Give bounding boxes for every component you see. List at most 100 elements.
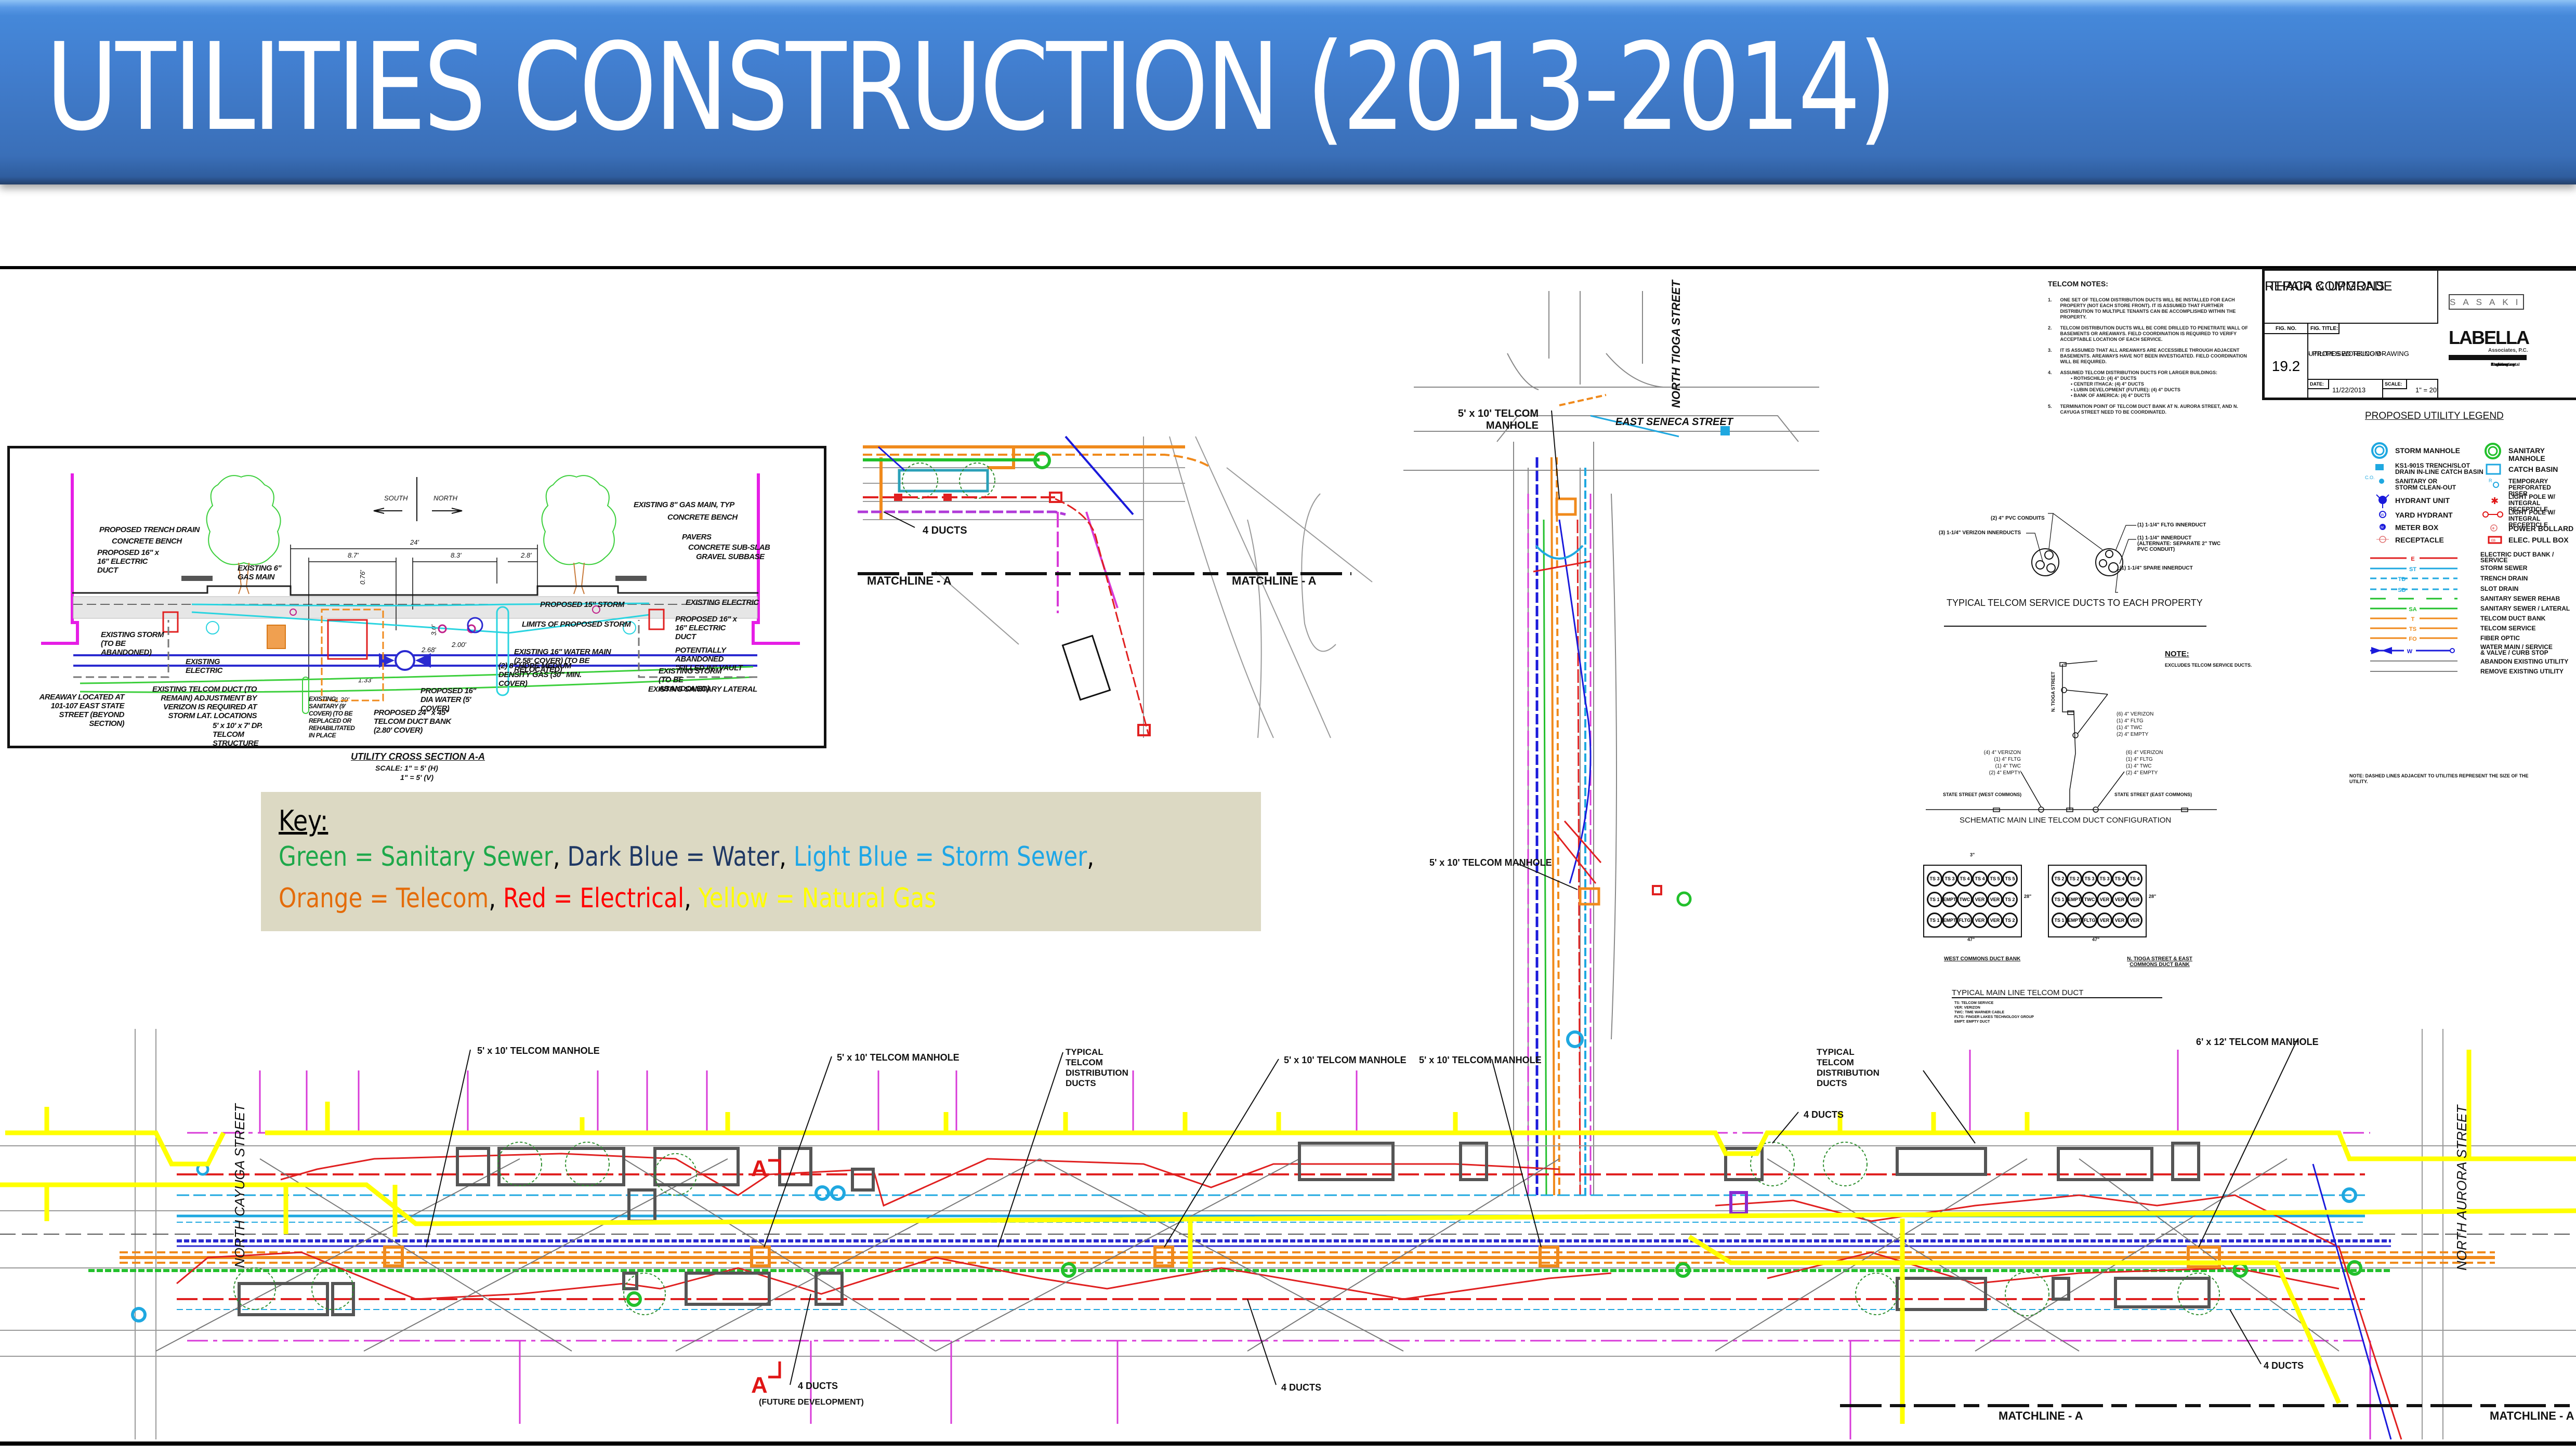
schematic-title: SCHEMATIC MAIN LINE TELCOM DUCT CONFIGUR… — [1960, 816, 2172, 825]
callout-telcom-manhole: 5' x 10' TELCOM MANHOLE — [1419, 1055, 1542, 1065]
xsec-label: EXISTING SANITARY (9' COVER) (TO BE REPL… — [309, 695, 355, 739]
xsec-label: EXISTING 16" WATER MAIN (2.58' COVER) (T… — [514, 647, 611, 674]
xsec-label: GRAVEL SUBBASE — [696, 552, 765, 561]
svg-text:8.3': 8.3' — [451, 551, 462, 559]
key-natural-gas: Yellow = Natural Gas — [698, 883, 937, 914]
xsec-label: PROPOSED 16" x 16" ELECTRIC DUCT — [675, 615, 737, 641]
power-bollard-icon: + — [2490, 524, 2498, 532]
key-line-2: Orange = Telecom, Red = Electrical, Yell… — [279, 883, 937, 914]
xsec-label: EXISTING STORM (TO BE ABANDONED) — [101, 630, 164, 657]
hydrant-icon — [2376, 494, 2389, 508]
west-duct-bank: TS 3 TS 3 TS 4 TS 4 TS 5 TS 5 TS 1 EMPT … — [1923, 865, 2022, 937]
catch-basin-icon — [2486, 464, 2501, 475]
svg-text:W: W — [2407, 649, 2413, 655]
matchline-label: MATCHLINE - A — [1999, 1409, 2083, 1422]
xsec-label: AREAWAY LOCATED AT 101-107 EAST STATE ST… — [39, 693, 125, 728]
xsec-label: 5' x 10' x 7' DP. TELCOM STRUCTURE — [213, 721, 263, 748]
svg-text:✱: ✱ — [2491, 496, 2499, 506]
xsec-label: CONCRETE SUB-SLAB — [688, 543, 770, 552]
drawing-sheet — [0, 266, 2576, 1446]
xsec-label: EXISTING ELECTRIC — [686, 598, 759, 607]
xsec-label: PROPOSED TRENCH DRAIN — [99, 525, 200, 534]
cross-section-scale-h: SCALE: 1" = 5' (H) — [375, 764, 438, 772]
callout-4-ducts: 4 DUCTS — [1804, 1109, 1844, 1120]
svg-text:+: + — [2492, 526, 2495, 532]
callout-telcom-manhole: 5' x 10' TELCOM MANHOLE — [1429, 857, 1552, 868]
sasaki-logo: SASAKI — [2449, 294, 2524, 310]
xsec-label: (2) 8" HDPE MEDIUM DENSITY GAS (30" MIN.… — [498, 662, 582, 688]
title-block: ITHACA COMMONS REPAIR & UPGRADE FIG. NO.… — [2262, 268, 2576, 400]
callout-telcom-manhole: 5' x 10' TELCOM MANHOLE — [1457, 408, 1539, 431]
matchline-label: MATCHLINE - A — [1232, 574, 1317, 587]
callout-distribution-ducts: TYPICAL TELCOM DISTRIBUTION DUCTS — [1066, 1047, 1128, 1088]
xsec-label: EXISTING ELECTRIC — [186, 657, 223, 675]
key-telecom: Orange = Telecom — [279, 883, 489, 914]
drawing-date: 11/22/2013 — [2332, 386, 2366, 394]
svg-text:SA: SA — [2409, 606, 2416, 613]
svg-text:SD: SD — [2398, 587, 2406, 593]
svg-text:NORTH: NORTH — [433, 494, 458, 502]
callout-telcom-manhole: 5' x 10' TELCOM MANHOLE — [1284, 1055, 1407, 1065]
callout-telcom-manhole: 5' x 10' TELCOM MANHOLE — [477, 1046, 600, 1056]
xsec-label: EXISTING TELCOM DUCT (TO REMAIN) ADJUSTM… — [152, 685, 257, 720]
telcom-notes-list: 1.ONE SET OF TELCOM DISTRIBUTION DUCTS W… — [2048, 297, 2248, 415]
svg-text:T: T — [2411, 616, 2415, 623]
xsec-label: PAVERS — [682, 533, 712, 541]
labella-logo: LABELLA — [2449, 327, 2530, 348]
service-ducts-diagram — [1926, 513, 2217, 813]
sanitary-manhole-icon — [2485, 443, 2501, 459]
matchline-label: MATCHLINE - A — [2490, 1409, 2574, 1422]
callout-4-ducts: 4 DUCTS — [798, 1381, 838, 1391]
double-light-pole-icon — [2482, 511, 2503, 518]
svg-text:C.O.: C.O. — [2365, 475, 2375, 480]
xsec-label: EXISTING STORM (TO BE ABANDONED) — [659, 667, 722, 693]
slide-title: UTILITIES CONSTRUCTION (2013-2014) — [46, 17, 1897, 157]
drawing-scale: 1" = 20' — [2415, 386, 2438, 394]
svg-text:3.0': 3.0' — [430, 625, 438, 636]
svg-text:ST: ST — [2409, 566, 2416, 573]
receptacle-icon — [2376, 536, 2389, 543]
xsec-label: PROPOSED 16" DIA WATER (5' COVER) — [420, 686, 476, 713]
svg-text:FO: FO — [2409, 636, 2417, 642]
cross-section-drawing: SOUTH NORTH 24' 8.7'8.3'2.8' 0.76' 3.0' … — [41, 473, 800, 714]
xsec-label: CONCRETE BENCH — [112, 537, 182, 546]
key-sanitary-sewer: Green = Sanitary Sewer — [279, 841, 553, 872]
svg-text:2.8': 2.8' — [520, 551, 532, 559]
slide-title-bar: UTILITIES CONSTRUCTION (2013-2014) — [0, 0, 2576, 184]
svg-text:A: A — [751, 1372, 768, 1398]
key-storm-sewer: Light Blue = Storm Sewer — [793, 841, 1087, 872]
yard-hydrant-icon: W — [2379, 511, 2386, 518]
trench-drain-icon — [2375, 464, 2384, 470]
svg-text:0.76': 0.76' — [359, 570, 366, 585]
xsec-label: EXISTING 8" GAS MAIN, TYP — [634, 500, 734, 509]
callout-4-ducts: 4 DUCTS — [2264, 1360, 2304, 1371]
xsec-label: PROPOSED 16" x 16" ELECTRIC DUCT — [97, 548, 159, 575]
matchline-label: MATCHLINE - A — [867, 574, 952, 587]
xsec-label: CONCRETE BENCH — [667, 513, 738, 522]
east-duct-bank: TS 2 TS 2 TS 3 TS 3 TS 4 TS 4 TS 1 EMPT … — [2048, 865, 2147, 937]
storm-manhole-icon — [2371, 442, 2388, 459]
duct-abbreviations: TS: TELCOM SERVICE VER: VERIZON TWC: TIM… — [1954, 1001, 2034, 1024]
xsec-label: EXISTING 6" GAS MAIN — [238, 564, 282, 581]
clean-out-icon: C.O. — [2365, 475, 2384, 484]
light-pole-icon: ✱ — [2491, 496, 2499, 506]
typical-duct-title: TYPICAL MAIN LINE TELCOM DUCT — [1952, 988, 2162, 998]
callout-4-ducts: 4 DUCTS — [1281, 1382, 1322, 1393]
street-label-tioga: NORTH TIOGA STREET — [1670, 280, 1683, 408]
cross-section-panel: SOUTH NORTH 24' 8.7'8.3'2.8' 0.76' 3.0' … — [7, 446, 826, 748]
xsec-label: LIMITS OF PROPOSED STORM — [522, 620, 631, 629]
key-title: Key: — [279, 804, 328, 837]
svg-text:TD: TD — [2398, 576, 2406, 583]
dim-total: 24' — [410, 538, 419, 546]
callout-4-ducts: 4 DUCTS — [923, 525, 967, 536]
callout-future-development: (FUTURE DEVELOPMENT) — [759, 1398, 864, 1407]
svg-text:E: E — [2411, 556, 2414, 562]
schematic-note-title: NOTE: — [2165, 650, 2189, 658]
svg-text:M: M — [2381, 526, 2384, 530]
svg-text:R: R — [2489, 478, 2492, 483]
xsec-label: EXISTING SANITARY LATERAL — [648, 685, 757, 694]
telcom-notes-title: TELCOM NOTES: — [2048, 280, 2108, 288]
west-duct-bank-label: WEST COMMONS DUCT BANK — [1944, 956, 2021, 962]
